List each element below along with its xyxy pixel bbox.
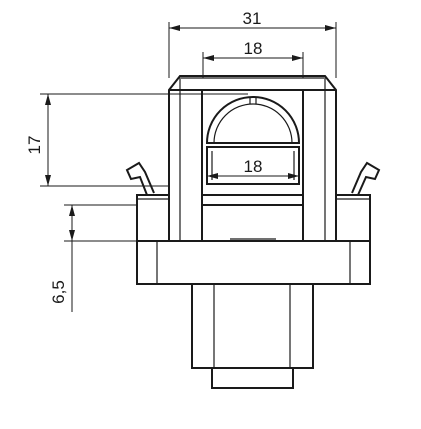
base-plate — [136, 240, 371, 285]
dimension-height: 17 — [25, 93, 248, 187]
spring-bars — [202, 194, 303, 242]
upper-housing — [168, 75, 337, 241]
dimension-inner-width: 18 — [202, 39, 304, 78]
dimension-window-width-label: 18 — [244, 157, 263, 176]
left-step-block — [136, 194, 169, 241]
dimension-top-width-label: 31 — [243, 9, 262, 28]
dimension-step-height-label: 6,5 — [49, 280, 68, 304]
lower-window: 18 — [206, 146, 300, 185]
lower-body — [191, 284, 314, 369]
bottom-stub — [211, 367, 294, 389]
dimension-height-label: 17 — [25, 136, 44, 155]
left-latch-clip — [125, 161, 155, 196]
right-step-block — [336, 194, 371, 241]
arch-window — [205, 96, 301, 144]
dimension-inner-width-label: 18 — [244, 39, 263, 58]
dimension-top-width: 31 — [168, 9, 337, 78]
dimension-step-height: 6,5 — [49, 204, 137, 312]
right-latch-clip — [351, 161, 381, 196]
